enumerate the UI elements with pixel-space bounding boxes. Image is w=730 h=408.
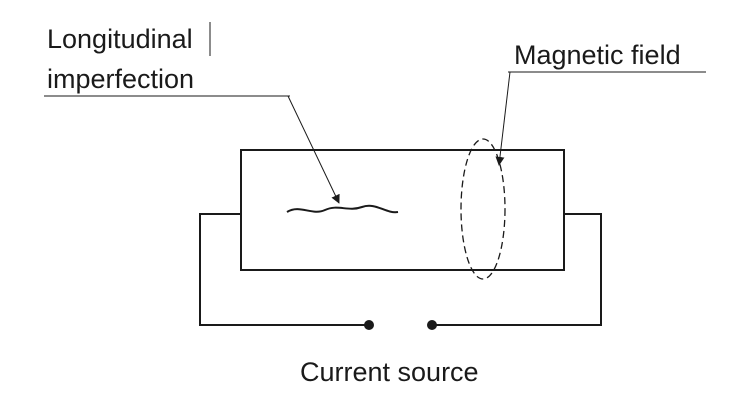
right-terminal — [427, 320, 437, 330]
right-circuit-wire — [432, 213, 602, 326]
left-circuit-wire — [199, 213, 368, 326]
magnetic-field-leader-line — [495, 71, 511, 166]
magnetic-field-label: Magnetic field — [514, 40, 681, 70]
left-terminal — [364, 320, 374, 330]
imperfection-label-line1: Longitudinal — [47, 24, 193, 54]
imperfection-leader-line — [287, 95, 340, 204]
magnetic-field-loop — [460, 138, 506, 280]
current-source-label: Current source — [300, 357, 479, 387]
test-piece — [240, 149, 565, 271]
imperfection-label-line2: imperfection — [47, 64, 194, 94]
imperfection-mark — [286, 204, 399, 214]
